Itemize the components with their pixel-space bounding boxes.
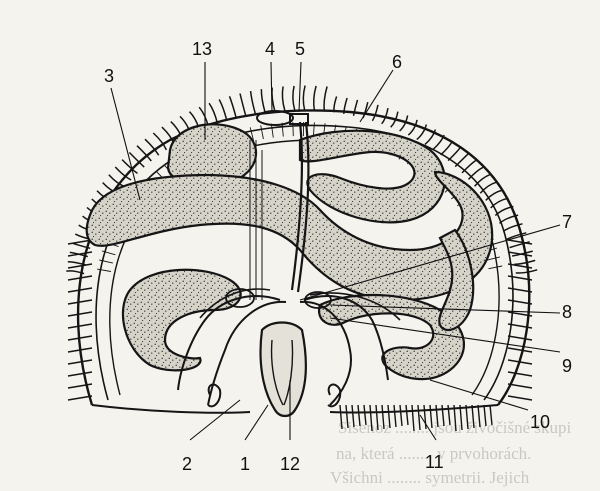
- tentacle: [240, 94, 246, 117]
- tentacle: [486, 190, 503, 200]
- tentacle: [514, 260, 535, 264]
- tentacle: [394, 405, 396, 427]
- tentacle: [469, 167, 484, 179]
- tentacle: [418, 405, 420, 430]
- tentacle: [68, 300, 92, 304]
- label-8: 8: [562, 302, 572, 322]
- label-4: 4: [265, 39, 275, 59]
- tentacle: [448, 147, 461, 161]
- comb-tick: [261, 125, 264, 139]
- tentacle: [251, 91, 256, 114]
- tentacle: [68, 264, 92, 268]
- tentacle: [472, 405, 474, 428]
- tentacle: [430, 405, 432, 428]
- label-13: 13: [192, 39, 212, 59]
- tentacle: [68, 372, 92, 376]
- tentacle: [388, 405, 390, 428]
- comb-tick: [313, 122, 314, 136]
- tentacle: [400, 405, 402, 426]
- tentacle: [261, 89, 265, 112]
- comb-tick: [97, 269, 111, 271]
- tentacle: [68, 312, 92, 316]
- tentacle: [484, 405, 486, 426]
- tentacle: [352, 405, 354, 427]
- leader-4: [271, 62, 272, 112]
- tentacle: [406, 405, 408, 425]
- tentacle: [346, 405, 348, 428]
- tentacle: [340, 405, 342, 429]
- tentacle: [466, 405, 468, 429]
- tentacle: [516, 270, 537, 273]
- tentacle: [436, 405, 438, 427]
- tentacle: [462, 160, 476, 173]
- tentacle: [230, 96, 237, 118]
- tentacle: [508, 384, 532, 388]
- tentacle: [424, 405, 426, 429]
- label-1: 1: [240, 454, 250, 474]
- tentacle: [412, 405, 414, 431]
- leader-5: [299, 62, 301, 112]
- label-12: 12: [280, 454, 300, 474]
- tentacle: [68, 396, 92, 400]
- tentacle: [68, 384, 92, 388]
- label-11: 11: [425, 452, 444, 472]
- tentacle: [219, 100, 227, 122]
- leader-3: [111, 88, 140, 200]
- tentacle: [508, 336, 532, 340]
- tentacle: [508, 396, 532, 400]
- tentacle: [324, 87, 327, 112]
- tentacle: [490, 405, 492, 425]
- label-5: 5: [295, 39, 305, 59]
- tentacle: [364, 405, 366, 425]
- label-6: 6: [392, 52, 402, 72]
- tentacle: [314, 86, 316, 111]
- leader-11: [420, 415, 436, 440]
- label-10: 10: [530, 412, 550, 432]
- tentacle: [68, 324, 92, 328]
- tentacle: [282, 87, 284, 111]
- tentacle: [293, 86, 295, 110]
- tentacle: [475, 175, 491, 187]
- tentacle: [372, 105, 378, 121]
- label-9: 9: [562, 356, 572, 376]
- tentacle: [441, 141, 453, 155]
- tentacle: [442, 405, 444, 426]
- tentacle: [358, 405, 360, 426]
- tentacle: [376, 405, 378, 430]
- label-3: 3: [104, 66, 114, 86]
- label-2: 2: [182, 454, 192, 474]
- tentacle: [508, 372, 532, 376]
- tentacle: [382, 405, 384, 429]
- label-7: 7: [562, 212, 572, 232]
- tentacle: [508, 348, 532, 352]
- leader-1: [245, 405, 268, 440]
- tentacle: [478, 405, 480, 427]
- tentacle: [480, 182, 496, 193]
- tentacle: [68, 360, 92, 364]
- tentacle: [209, 103, 218, 124]
- tentacle: [303, 86, 305, 110]
- tentacle: [370, 405, 372, 431]
- comb-tick: [489, 266, 503, 269]
- tentacle: [455, 153, 468, 166]
- tentacle: [433, 135, 444, 150]
